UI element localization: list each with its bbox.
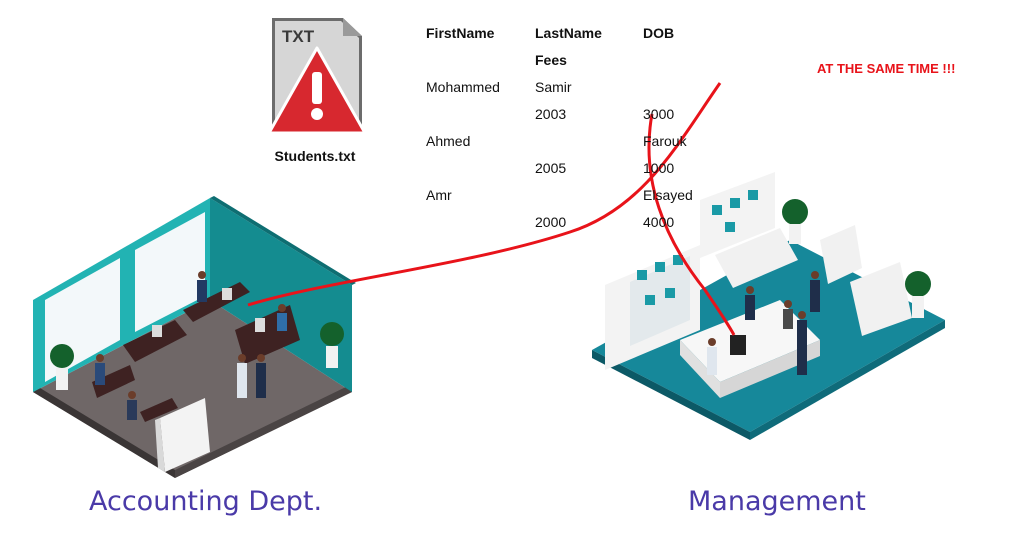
cell-last: Elsayed — [643, 187, 693, 203]
file-badge: TXT — [282, 27, 315, 46]
cell-dob: 2005 — [535, 160, 567, 176]
header-firstname: FirstName — [426, 25, 495, 41]
accounting-access-line — [247, 82, 722, 307]
cell-fees: 4000 — [643, 214, 675, 230]
header-dob: DOB — [643, 25, 675, 41]
header-lastname: LastName — [535, 25, 602, 41]
cell-fees: 1000 — [643, 160, 675, 176]
cell-first: Amr — [426, 187, 452, 203]
cell-last: Samir — [535, 79, 572, 95]
management-access-line — [647, 113, 736, 336]
header-fees: Fees — [535, 52, 567, 68]
cell-last: Farouk — [643, 133, 687, 149]
accounting-office-illustration — [33, 196, 356, 478]
file-txt-warning-icon — [267, 18, 367, 135]
concurrency-alert: AT THE SAME TIME !!! — [817, 61, 956, 76]
cell-first: Ahmed — [426, 133, 471, 149]
management-office-illustration — [592, 172, 945, 440]
file-name: Students.txt — [274, 148, 356, 164]
cell-fees: 3000 — [643, 106, 675, 122]
management-label: Management — [688, 486, 866, 517]
cell-dob: 2000 — [535, 214, 567, 230]
accounting-dept-label: Accounting Dept. — [89, 486, 323, 517]
cell-first: Mohammed — [426, 79, 500, 95]
cell-dob: 2003 — [535, 106, 567, 122]
